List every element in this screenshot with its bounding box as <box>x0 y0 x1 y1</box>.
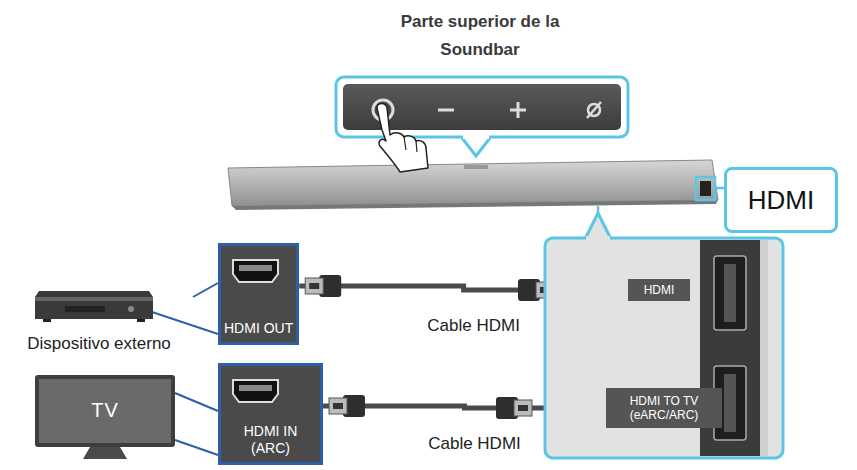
tv-icon <box>39 379 171 443</box>
hdmi-port-icon <box>221 246 290 306</box>
external-device: Dispositivo externo <box>5 283 193 358</box>
hdmi-plug <box>305 275 341 297</box>
back-panel <box>714 256 746 330</box>
hdmi-plug <box>496 397 532 419</box>
leader-connector <box>193 283 218 297</box>
hdmi-plug <box>305 278 323 294</box>
hand-pointer <box>404 137 417 152</box>
port-box: HDMI IN (ARC) <box>218 363 323 465</box>
tv-set: TV <box>35 373 175 461</box>
soundbar <box>715 187 724 190</box>
top-panel <box>463 134 489 139</box>
back-panel <box>545 213 783 458</box>
hdmi-plug <box>514 400 532 416</box>
hdmi-port-icon <box>233 260 278 282</box>
top-panel <box>587 102 601 118</box>
device-icon <box>128 306 134 312</box>
back-panel <box>724 374 736 432</box>
node-text: HDMI OUT <box>224 320 293 337</box>
back-panel <box>585 213 611 239</box>
device-icon <box>43 319 51 322</box>
hdmi-port-icon <box>233 380 278 402</box>
leader-line <box>193 283 218 297</box>
node-text: HDMI IN (ARC) <box>224 423 317 457</box>
hdmi-port-icon <box>221 366 290 426</box>
device-icon <box>35 297 153 301</box>
tv-icon <box>35 375 175 447</box>
hdmi-plug <box>333 403 343 409</box>
top-panel <box>462 138 490 156</box>
hdmi-port-icon <box>239 385 272 391</box>
device-icon <box>65 306 105 312</box>
wedge-lines <box>152 312 218 334</box>
node-text: TV <box>91 399 119 422</box>
device-icon <box>35 291 153 319</box>
soundbar <box>228 160 718 206</box>
hdmi-plug <box>309 283 319 289</box>
hdmi-plug <box>518 405 528 411</box>
port-label: HDMI TO TV (eARC/ARC) <box>606 388 722 428</box>
hdmi-plug <box>329 395 365 417</box>
back-panel <box>760 240 768 456</box>
tv-icon <box>83 447 127 459</box>
top-panel <box>517 102 520 118</box>
back-panel <box>545 238 783 458</box>
callout-box: HDMI <box>724 167 838 233</box>
top-panel <box>438 109 454 112</box>
soundbar <box>464 165 488 169</box>
hand-pointer <box>377 104 428 173</box>
node-text: HDMI <box>644 283 675 297</box>
port-label: HDMI <box>628 279 690 301</box>
device-icon <box>137 319 145 322</box>
hdmi-port-icon <box>239 265 272 271</box>
soundbar <box>232 200 718 210</box>
device-icon <box>5 283 193 328</box>
port-box: HDMI OUT <box>218 243 299 345</box>
soundbar <box>700 181 711 196</box>
hdmi-plug <box>329 398 347 414</box>
title: Parte superior de la Soundbar <box>380 8 580 64</box>
hand-pointer <box>377 104 428 173</box>
soundbar <box>696 177 715 200</box>
edge-label: Cable HDMI <box>425 434 524 454</box>
node-text: Dispositivo externo <box>27 334 171 354</box>
wedge-lines <box>175 440 218 455</box>
back-panel <box>724 264 736 322</box>
leader-connector <box>175 393 218 411</box>
leader-line <box>175 393 218 411</box>
node-text: HDMI <box>748 185 814 216</box>
back-panel <box>586 236 610 242</box>
edge-label: Cable HDMI <box>424 316 523 336</box>
soundbar <box>228 160 724 214</box>
node-text: HDMI TO TV (eARC/ARC) <box>610 394 718 422</box>
